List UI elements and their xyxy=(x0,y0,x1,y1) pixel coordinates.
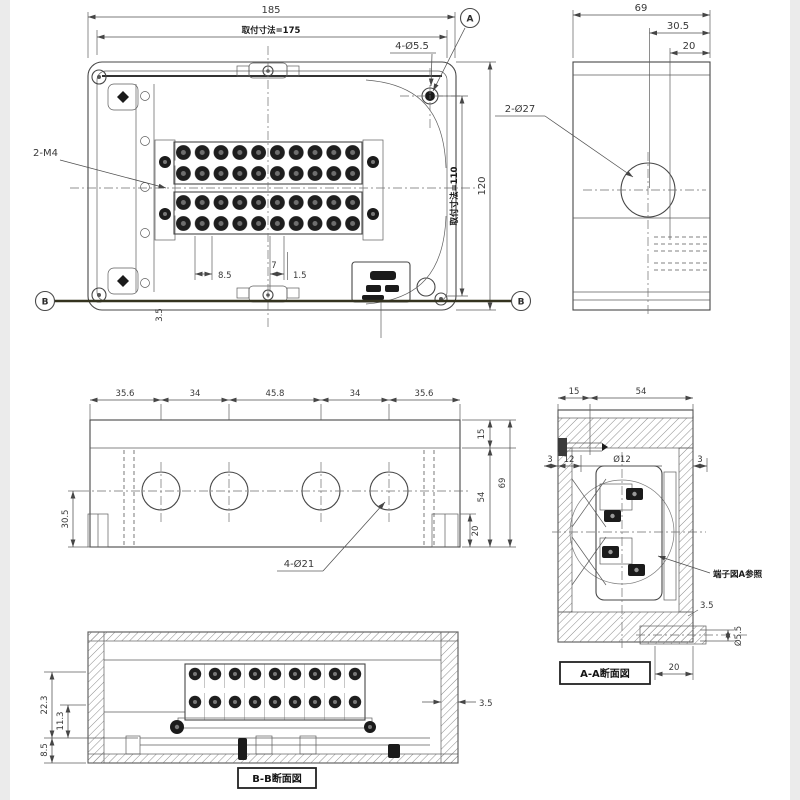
right-wall-section xyxy=(678,447,694,613)
dim-20: 20 xyxy=(683,41,696,52)
strip-end-screws xyxy=(159,156,379,220)
dim-mounting-width: 取付寸法=175 xyxy=(242,25,301,36)
scan-edge-left xyxy=(0,0,10,800)
section-aa-caption: A-A断面図 xyxy=(559,661,651,685)
dim-30-5: 30.5 xyxy=(667,21,689,32)
corner-mounting-hole xyxy=(400,68,460,128)
gland-holes-row xyxy=(80,462,470,525)
section-bb-view: 22.3 8.5 11.3 3.5 B-B断面図 xyxy=(40,631,493,789)
bottom-wall-section xyxy=(87,753,459,764)
dim-mounting-height: 取付寸法=110 xyxy=(449,166,460,225)
side-view-dimensions: 69 30.5 20 2-Ø27 xyxy=(495,3,711,178)
dim-overall-height: 120 xyxy=(477,176,488,195)
dim-8-5: 8.5 xyxy=(218,271,232,281)
dim-69: 69 xyxy=(498,478,508,489)
corner-screws xyxy=(91,69,448,306)
scan-edge-right xyxy=(790,0,800,800)
side-outline xyxy=(572,61,711,311)
section-balloon-b-right xyxy=(510,290,532,312)
dim-20: 20 xyxy=(669,663,680,673)
dim-3-5-wall: 3.5 xyxy=(479,699,493,709)
balloon-b-left-label: B xyxy=(42,298,49,308)
right-wall-section xyxy=(440,631,459,764)
dim-54: 54 xyxy=(477,492,487,503)
dim-d12: Ø12 xyxy=(613,454,631,465)
terminal-strip-profile xyxy=(170,663,376,734)
terminal-strip-upper xyxy=(154,139,384,241)
enclosure-outline xyxy=(87,61,457,311)
dim-d5-5: Ø5.5 xyxy=(733,626,744,646)
dim-1-5: 1.5 xyxy=(293,271,307,281)
dim-seg-2: 34 xyxy=(190,389,201,399)
terminal-assembly-section xyxy=(595,465,677,601)
dim-3-5: 3.5 xyxy=(700,601,714,611)
front-view: 35.6 34 45.8 34 35.6 15 54 69 20 30.5 4-… xyxy=(61,389,516,572)
dim-seg-4: 34 xyxy=(350,389,361,399)
dim-7: 7 xyxy=(271,261,276,271)
top-view: 185 取付寸法=175 A 4-Ø5.5 2-M4 取付寸法=110 120 xyxy=(33,5,532,338)
dim-54: 54 xyxy=(636,387,647,397)
top-view-dimensions: 185 取付寸法=175 A 4-Ø5.5 2-M4 取付寸法=110 120 xyxy=(33,5,496,322)
lid-screw-detail xyxy=(558,438,608,456)
dim-seg-5: 35.6 xyxy=(415,389,434,399)
section-aa-view: 15 54 3 12 Ø12 3 端子図A参照 3.5 xyxy=(544,387,763,685)
front-view-dimensions: 35.6 34 45.8 34 35.6 15 54 69 20 30.5 4-… xyxy=(61,389,516,572)
left-wall-section xyxy=(87,631,105,764)
section-bb-caption: B-B断面図 xyxy=(237,767,317,789)
nameplate xyxy=(351,261,411,338)
dim-30-5: 30.5 xyxy=(61,510,71,529)
label-tapped-holes: 2-M4 xyxy=(33,148,58,159)
dim-20-foot: 20 xyxy=(471,526,481,537)
section-line-bb: B B xyxy=(34,290,532,312)
caption-bb: B-B断面図 xyxy=(252,772,301,785)
dim-15: 15 xyxy=(477,429,487,440)
balloon-b-right-label: B xyxy=(518,298,525,308)
dim-depth: 69 xyxy=(635,3,648,14)
side-view: 69 30.5 20 2-Ø27 xyxy=(495,3,711,316)
top-wall-section xyxy=(87,631,459,642)
dim-12: 12 xyxy=(564,455,575,465)
dim-seg-1: 35.6 xyxy=(116,389,135,399)
corner-brackets xyxy=(107,83,139,295)
dim-15: 15 xyxy=(569,387,580,397)
dim-22-3: 22.3 xyxy=(40,696,50,715)
balloon-a-label: A xyxy=(467,15,474,25)
label-corner-holes: 4-Ø5.5 xyxy=(395,40,429,52)
dim-3-left: 3 xyxy=(547,455,552,465)
din-rail-channel xyxy=(135,84,155,292)
dim-overall-width: 185 xyxy=(261,5,280,16)
front-feet xyxy=(87,450,459,548)
dim-3-right: 3 xyxy=(697,455,702,465)
section-balloon-a xyxy=(459,7,481,29)
caption-aa: A-A断面図 xyxy=(580,667,630,680)
dim-3-5: 3.5 xyxy=(155,308,165,322)
front-outline xyxy=(89,419,461,548)
label-gland-holes-front: 4-Ø21 xyxy=(284,558,315,570)
dim-11-3: 11.3 xyxy=(56,712,66,731)
dim-seg-3: 45.8 xyxy=(266,389,285,399)
section-bb-dimensions: 22.3 8.5 11.3 3.5 xyxy=(40,671,493,764)
hidden-terminal-lines xyxy=(654,236,708,271)
label-gland-holes: 2-Ø27 xyxy=(505,103,536,115)
section-aa-dimensions: 15 54 3 12 Ø12 3 端子図A参照 3.5 xyxy=(544,387,763,680)
dim-8-5: 8.5 xyxy=(40,743,50,757)
lid-section xyxy=(557,417,694,449)
mounting-feet xyxy=(125,735,400,760)
cover-curve-top xyxy=(365,79,447,169)
note-terminal-ref: 端子図A参照 xyxy=(713,569,763,580)
section-balloon-b-left xyxy=(34,290,56,312)
